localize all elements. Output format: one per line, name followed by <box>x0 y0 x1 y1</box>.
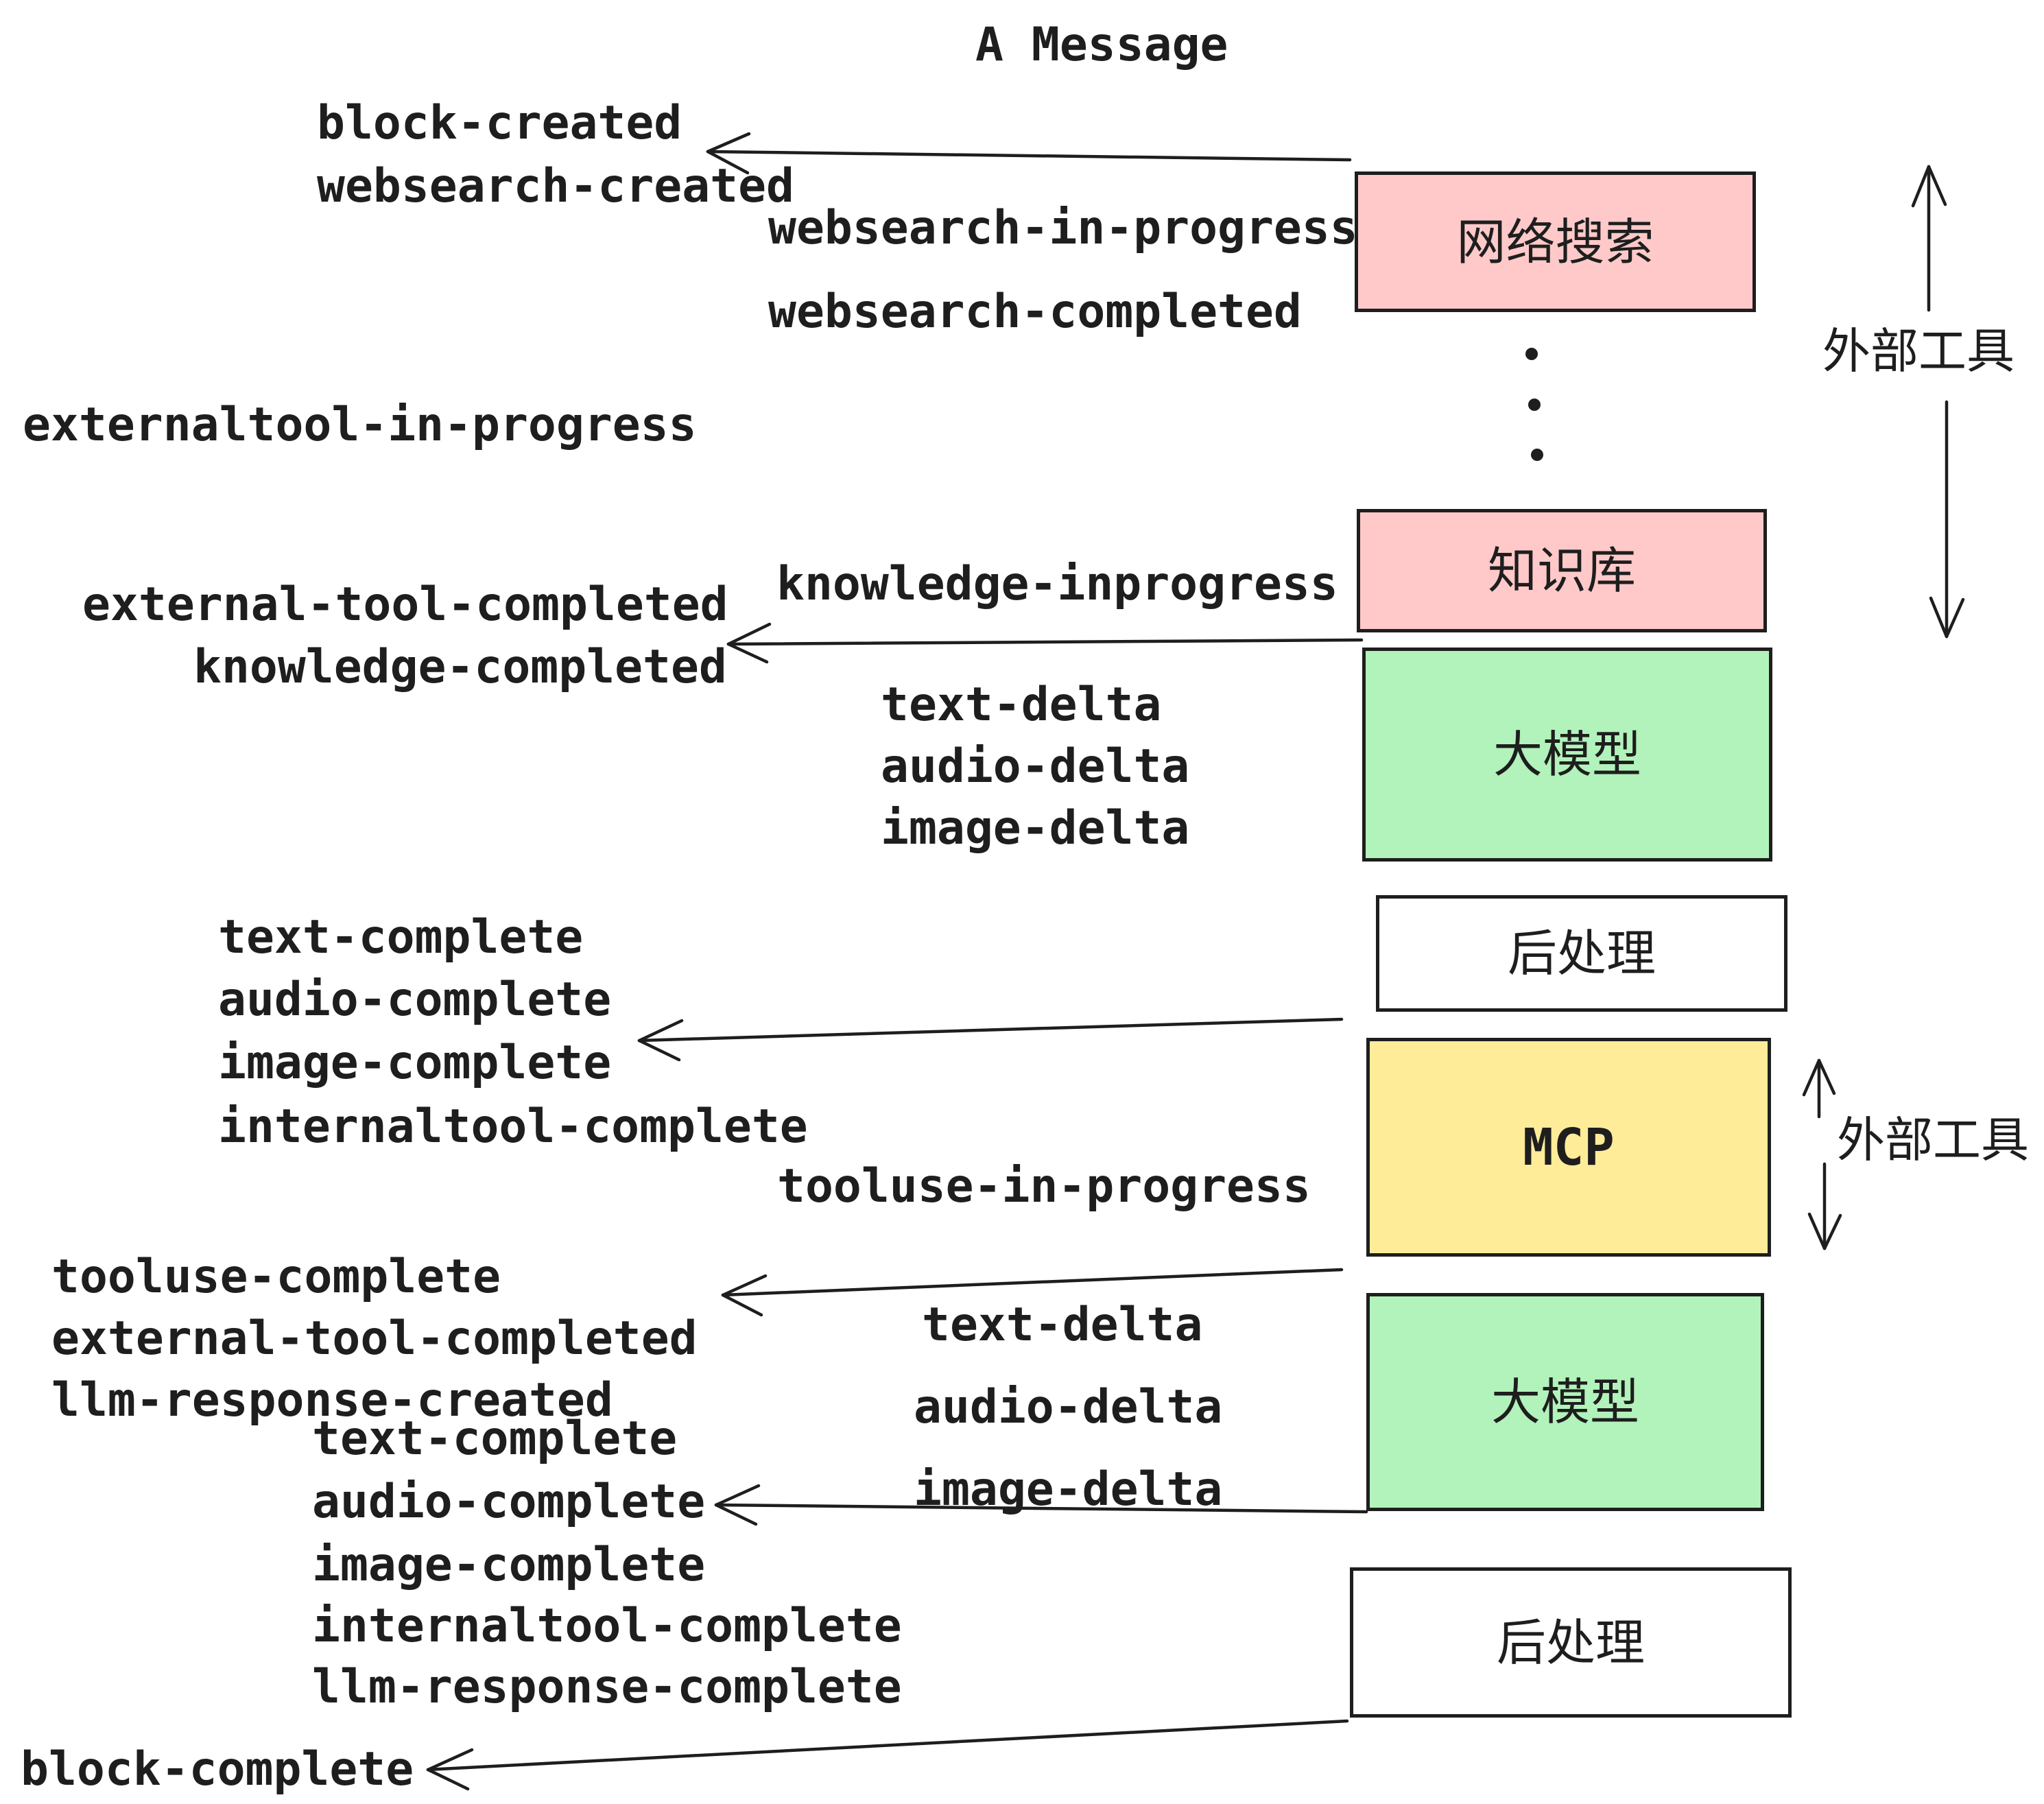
event-label-image-complete-2: image-complete <box>312 1538 706 1592</box>
event-label-audio-complete-1: audio-complete <box>218 973 612 1027</box>
box-knowledge-base: 知识库 <box>1357 509 1767 632</box>
arrow-knowledge-completed <box>726 622 1364 664</box>
event-label-websearch-created: websearch-created <box>317 159 794 213</box>
external-tools-arrow-top <box>1911 165 1965 639</box>
box-post-process-1: 后处理 <box>1376 895 1787 1012</box>
box-post-process-1-label: 后处理 <box>1507 925 1656 982</box>
event-label-externaltool-in-progress: externaltool-in-progress <box>23 398 697 452</box>
side-label-external-tools-mcp: 外部工具 <box>1837 1112 2029 1168</box>
event-label-image-delta-1: image-delta <box>881 801 1190 855</box>
event-label-text-delta-1: text-delta <box>881 678 1162 732</box>
event-label-tooluse-in-progress: tooluse-in-progress <box>777 1159 1311 1213</box>
event-label-block-created: block-created <box>317 96 682 150</box>
box-llm-2-label: 大模型 <box>1490 1373 1639 1431</box>
box-knowledge-base-label: 知识库 <box>1487 542 1636 600</box>
event-label-tooluse-complete: tooluse-complete <box>51 1250 501 1304</box>
event-label-llm-response-created: llm-response-created <box>51 1373 613 1427</box>
arrow-websearch-created <box>706 132 1352 175</box>
external-tools-arrow-mcp <box>1802 1058 1842 1250</box>
event-label-knowledge-inprogress: knowledge-inprogress <box>776 557 1338 611</box>
event-label-image-complete-1: image-complete <box>218 1036 612 1090</box>
event-label-image-delta-2: image-delta <box>914 1462 1223 1517</box>
box-llm-2: 大模型 <box>1366 1293 1764 1511</box>
event-label-internaltool-complete-2: internaltool-complete <box>312 1599 902 1653</box>
box-web-search: 网络搜索 <box>1355 171 1756 312</box>
arrow-internal-complete <box>637 1017 1344 1062</box>
ellipsis-dots <box>1525 348 1543 461</box>
event-label-knowledge-completed: knowledge-completed <box>193 640 727 694</box>
box-llm-1: 大模型 <box>1362 648 1772 862</box>
box-mcp: MCP <box>1366 1038 1771 1257</box>
arrow-block-complete <box>426 1719 1349 1791</box>
event-label-audio-delta-1: audio-delta <box>881 739 1190 794</box>
event-label-text-complete-1: text-complete <box>218 910 584 964</box>
event-label-audio-complete-2: audio-complete <box>312 1475 706 1529</box>
event-label-internaltool-complete-1: internaltool-complete <box>218 1100 808 1154</box>
event-label-llm-response-complete: llm-response-complete <box>312 1660 902 1714</box>
event-label-text-delta-2: text-delta <box>922 1298 1203 1352</box>
side-label-external-tools-top: 外部工具 <box>1822 323 2015 379</box>
box-post-process-2-label: 后处理 <box>1496 1613 1645 1672</box>
box-web-search-label: 网络搜索 <box>1456 213 1654 271</box>
diagram-title: A Message <box>975 18 1228 72</box>
box-mcp-label: MCP <box>1523 1117 1615 1177</box>
event-label-text-complete-2: text-complete <box>312 1412 678 1466</box>
event-label-external-tool-completed: external-tool-completed <box>82 578 728 632</box>
event-label-websearch-completed: websearch-completed <box>768 285 1302 339</box>
event-label-audio-delta-2: audio-delta <box>914 1380 1223 1434</box>
event-label-block-complete: block-complete <box>21 1742 414 1796</box>
event-label-external-tool-completed-2: external-tool-completed <box>51 1312 698 1366</box>
event-label-websearch-in-progress: websearch-in-progress <box>768 201 1358 255</box>
box-post-process-2: 后处理 <box>1350 1567 1792 1718</box>
box-llm-1-label: 大模型 <box>1493 726 1641 783</box>
